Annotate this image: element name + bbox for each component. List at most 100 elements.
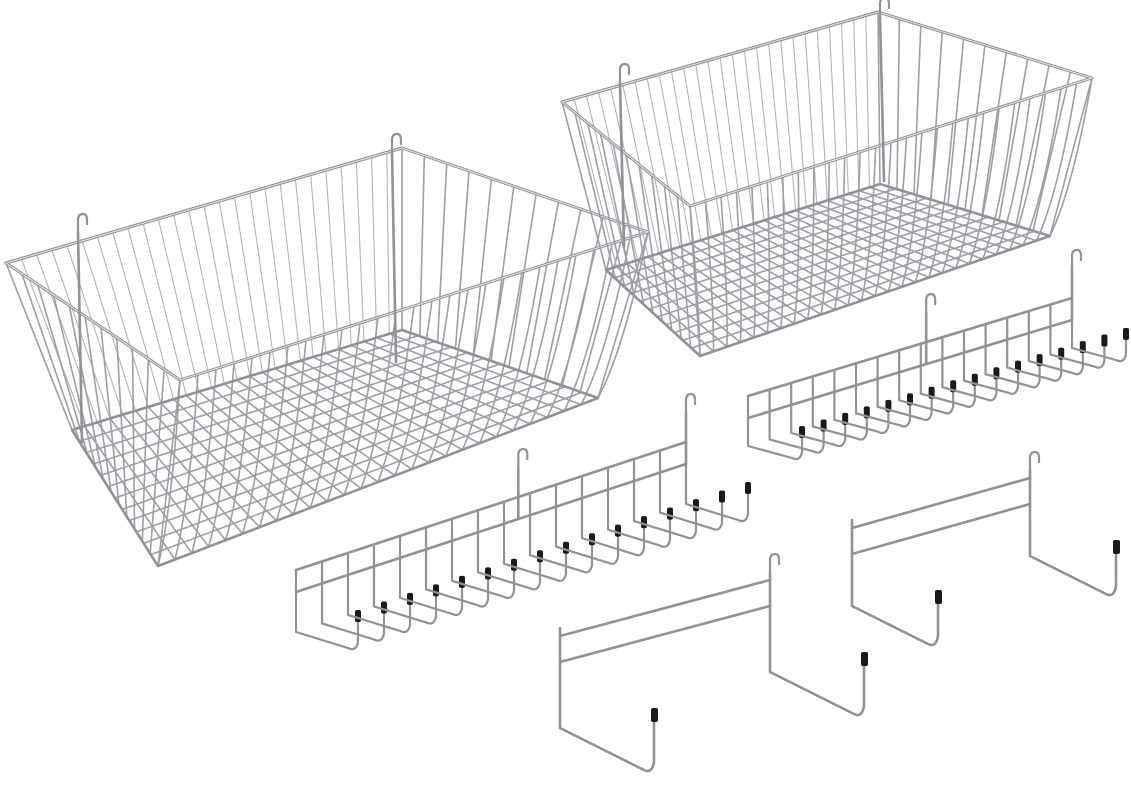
basket-front-wire	[766, 180, 771, 334]
basket-floor-wire	[172, 398, 295, 516]
basket-side-wire	[612, 142, 645, 306]
basket-back-wire	[279, 182, 302, 362]
basket-back-wire	[325, 169, 340, 350]
rack-hook	[876, 355, 933, 422]
basket-back-wire	[172, 213, 213, 389]
basket-side-wire	[149, 368, 165, 555]
basket-back-wire	[792, 35, 807, 208]
basket-back-wire	[203, 204, 238, 381]
basket-side-wire	[419, 154, 426, 337]
basket-back-wire	[780, 39, 797, 212]
basket-back-wire	[218, 200, 251, 377]
basket-floor-wire	[160, 402, 278, 522]
basket-side-wire	[964, 44, 986, 211]
hook-tip-cap	[355, 610, 361, 622]
basket-front-wire	[820, 160, 830, 316]
basket-back-wire	[585, 94, 628, 264]
rack-hook	[554, 483, 620, 565]
basket-front-wire	[224, 356, 253, 541]
basket-side-wire	[68, 304, 105, 481]
double-hook-holder-small	[850, 450, 1120, 647]
basket-side-wire	[579, 223, 627, 393]
basket-front-wire	[377, 305, 415, 483]
basket-front-wire	[995, 96, 1031, 256]
hook-tip-cap	[563, 541, 569, 554]
hook-tip-cap	[693, 499, 699, 512]
hanger-rod	[878, 14, 886, 183]
basket-rim	[560, 10, 1094, 208]
hook-tip-cap	[719, 490, 725, 503]
basket-side-wire	[115, 336, 128, 518]
basket-side-wire	[676, 194, 692, 349]
basket-floor-wire	[615, 265, 715, 353]
basket-back-wire	[743, 49, 765, 221]
hook-tip-cap	[459, 575, 465, 588]
basket-back-wire	[294, 178, 314, 358]
basket-floor-wire	[805, 206, 957, 270]
basket-floor-wire	[388, 333, 582, 406]
rack-rail	[746, 296, 1074, 398]
rack-hook	[658, 449, 724, 531]
basket-rim-highlight	[4, 147, 650, 381]
basket-side-wire	[625, 153, 654, 314]
basket-back-wire	[310, 173, 327, 354]
basket-side-wire	[84, 315, 112, 493]
double-hook-holder-large	[558, 552, 868, 773]
basket-front-wire	[427, 288, 469, 464]
basket-back-wire	[707, 59, 734, 231]
rack-hook	[1049, 303, 1106, 369]
basket-back-wire	[20, 258, 86, 427]
hook-tip-cap	[433, 584, 439, 597]
basket-floor-wire	[858, 189, 1024, 247]
basket-floor-wire	[223, 383, 362, 490]
basket-front-wire	[546, 248, 595, 419]
rack-hook	[898, 349, 955, 415]
basket-side-wire	[525, 200, 560, 375]
basket-back-wire	[646, 77, 681, 248]
basket-side-wire	[877, 11, 881, 185]
basket-back-wire	[622, 84, 660, 255]
basket-floor-wire	[147, 406, 261, 529]
basket-front-wire	[444, 282, 487, 457]
wire-basket-large	[4, 132, 650, 568]
basket-side-wire	[896, 17, 901, 190]
basket-back-wire	[233, 196, 263, 373]
hook-tip-cap	[651, 708, 658, 722]
basket-side-wire	[586, 122, 626, 289]
basket-front-wire	[207, 362, 235, 548]
basket-back-wire	[96, 235, 149, 408]
basket-front-wire	[292, 333, 325, 516]
basket-front-wire	[779, 175, 785, 330]
hook-tip-cap	[935, 590, 942, 604]
basket-floor-wire	[678, 246, 796, 325]
basket-side-wire	[508, 193, 537, 368]
hanger-hook	[76, 212, 89, 234]
rack-hook	[854, 362, 912, 428]
basket-front-wire	[580, 236, 631, 406]
basket-floor-wire	[185, 394, 312, 509]
rack-hook	[580, 475, 646, 557]
basket-back-wire	[670, 70, 702, 241]
basket-front-wire	[847, 151, 861, 307]
basket-rim-highlight	[560, 11, 1094, 207]
hanger-hook	[925, 293, 937, 314]
basket-side-wire	[913, 24, 922, 196]
basket-front-wire	[941, 116, 970, 274]
basket-front-wire	[411, 293, 451, 470]
basket-floor-wire	[721, 232, 849, 307]
basket-side-wire	[100, 326, 120, 505]
basket-back-wire	[755, 46, 776, 218]
basket-front-wire	[806, 165, 815, 320]
basket-side-wire	[663, 184, 683, 340]
hook-tip-cap	[537, 550, 543, 563]
basket-floor-wire	[83, 425, 176, 561]
basket-back-wire	[157, 218, 200, 393]
hook-tip-cap	[667, 507, 673, 520]
basket-floor-wire	[363, 340, 549, 419]
basket-floor-wire	[784, 212, 930, 279]
basket-side-wire	[1049, 77, 1093, 237]
rack-hook	[294, 568, 360, 651]
rack-hook	[919, 342, 976, 408]
basket-floor-frame	[604, 182, 1052, 358]
basket-side-wire	[157, 379, 181, 567]
